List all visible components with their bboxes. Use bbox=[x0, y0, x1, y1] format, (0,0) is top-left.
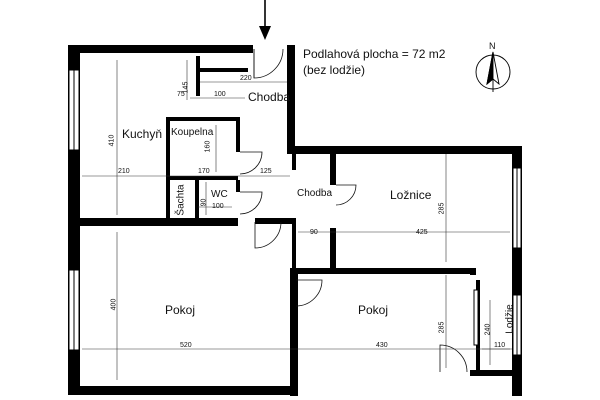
dim-label: 110 bbox=[494, 342, 506, 349]
dim-label: 520 bbox=[180, 342, 192, 349]
room-label-chodba-mid: Chodba bbox=[297, 188, 333, 199]
dim-label: 430 bbox=[376, 342, 388, 349]
entrance-arrow-icon bbox=[259, 0, 271, 40]
room-label-lodzie: Lodžie bbox=[504, 304, 516, 334]
walls bbox=[68, 45, 522, 396]
room-label-wc: WC bbox=[211, 189, 228, 200]
room-label-chodba-top: Chodba bbox=[248, 90, 291, 104]
room-label-koupelna: Koupelna bbox=[171, 127, 214, 138]
floor-area-label: Podlahová plocha = 72 m2 bbox=[303, 47, 446, 61]
dim-label: 170 bbox=[198, 168, 210, 175]
dim-label: 210 bbox=[118, 168, 130, 175]
room-label-kuchyn: Kuchyň bbox=[122, 127, 163, 141]
dim-label: 425 bbox=[416, 229, 428, 236]
windows bbox=[68, 69, 522, 356]
room-label-sachta: Šachta bbox=[175, 184, 187, 216]
doors bbox=[239, 45, 468, 373]
dim-label: 125 bbox=[260, 168, 272, 175]
room-label-pokoj-right: Pokoj bbox=[358, 303, 389, 317]
north-label: N bbox=[489, 41, 496, 51]
dim-label: 400 bbox=[110, 298, 118, 311]
dim-label: 100 bbox=[212, 203, 224, 210]
dim-label: 100 bbox=[214, 91, 226, 98]
compass-icon bbox=[475, 51, 511, 92]
dim-label: 220 bbox=[240, 75, 252, 82]
floor-area-note: (bez lodžie) bbox=[303, 63, 366, 77]
dim-label: 75 bbox=[177, 91, 185, 98]
dim-label: 285 bbox=[438, 202, 446, 215]
room-label-pokoj-left: Pokoj bbox=[165, 303, 196, 317]
dim-label: 160 bbox=[204, 140, 212, 153]
dim-label: 90 bbox=[310, 229, 318, 236]
dim-label: 285 bbox=[438, 321, 446, 334]
dim-label: 240 bbox=[484, 323, 492, 336]
dim-label: 90 bbox=[200, 198, 208, 207]
dim-label: 410 bbox=[108, 134, 116, 147]
dimension-lines bbox=[82, 60, 512, 380]
room-label-loznice: Ložnice bbox=[390, 188, 432, 202]
